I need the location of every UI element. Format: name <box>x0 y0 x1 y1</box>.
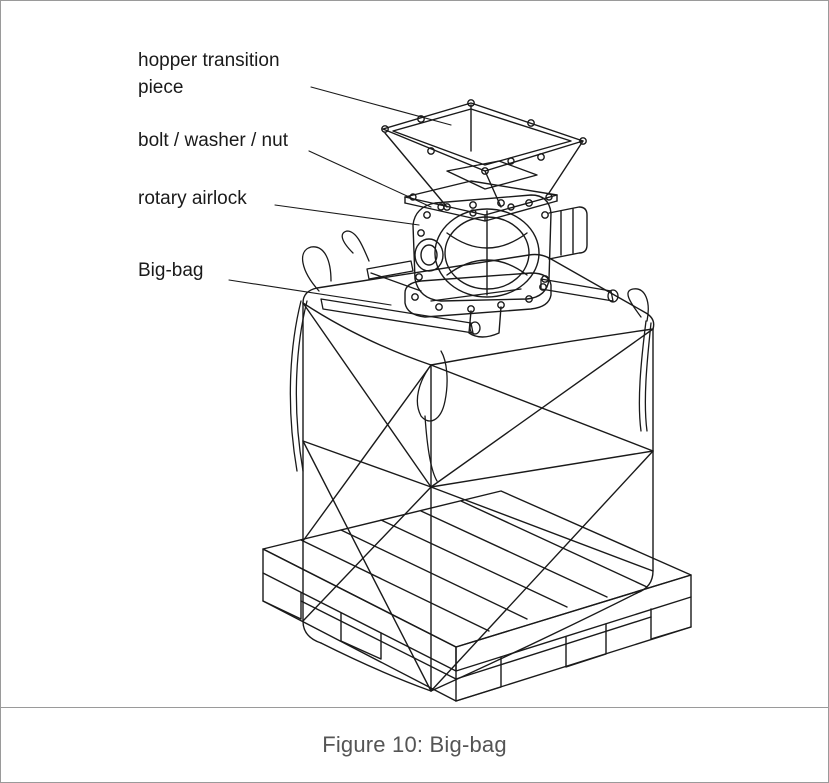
leader-bolt <box>308 150 432 208</box>
big-bag-body <box>302 253 655 692</box>
pallet-front-left <box>262 548 457 672</box>
callout-rotary-airlock: rotary airlock <box>138 188 247 209</box>
callout-bolt-washer-nut: bolt / washer / nut <box>138 130 288 151</box>
leader-bigbag <box>228 279 392 306</box>
leader-lines <box>228 86 452 306</box>
rotary-airlock <box>404 194 588 338</box>
pallet-deck <box>262 490 692 648</box>
technical-drawing: hopper transition piece bolt / washer / … <box>1 1 828 707</box>
callout-hopper-transition-piece: hopper transition piece <box>138 47 280 101</box>
callout-hopper-line2: piece <box>138 77 184 98</box>
big-bag-drawing <box>228 86 692 702</box>
lifting-loops <box>289 230 652 482</box>
callout-hopper-line1: hopper transition <box>138 50 280 71</box>
caption-divider <box>1 707 828 708</box>
support-bars <box>320 260 619 335</box>
leader-hopper <box>310 86 452 126</box>
leader-airlock <box>274 204 420 226</box>
callout-big-bag: Big-bag <box>138 260 204 281</box>
pallet-front-right <box>455 574 692 672</box>
hopper-transition-piece <box>381 99 587 222</box>
figure-caption: Figure 10: Big-bag <box>322 732 507 757</box>
